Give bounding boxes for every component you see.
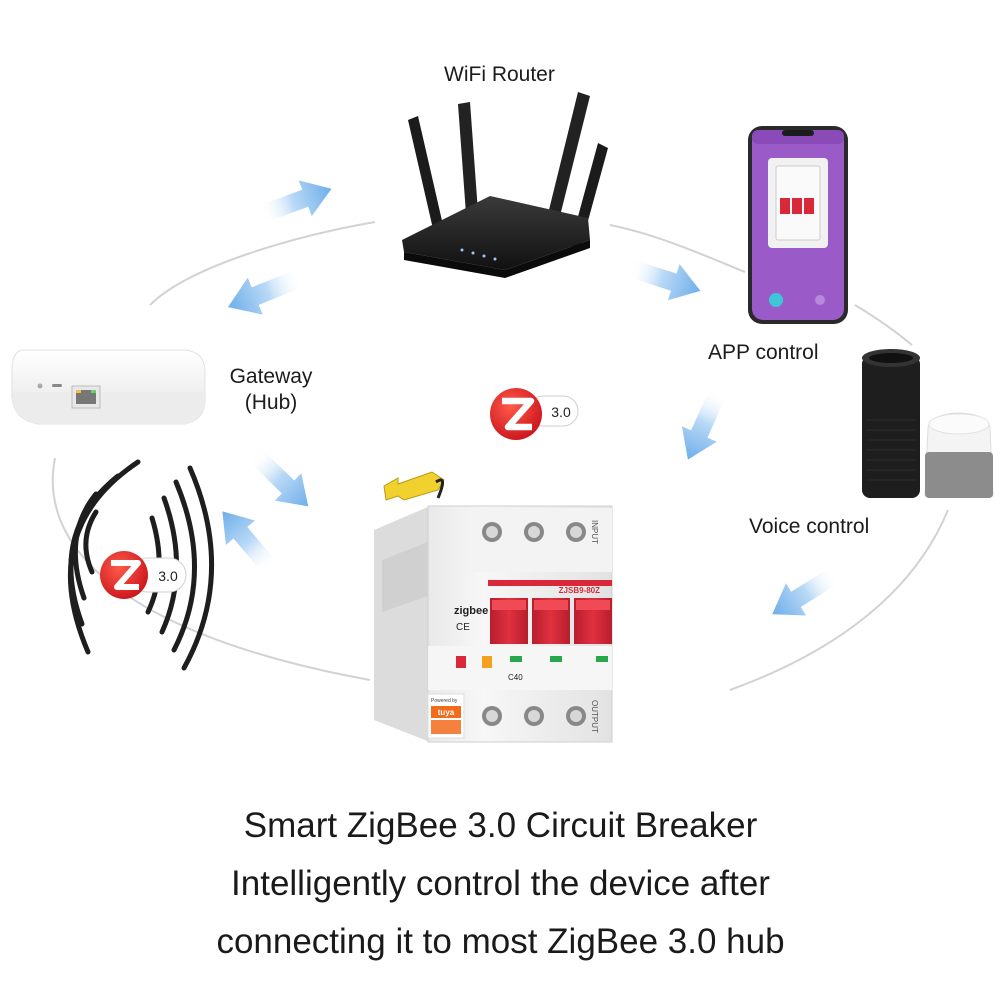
ring-arc-right-upper bbox=[854, 304, 913, 346]
gateway-image bbox=[11, 349, 206, 425]
breaker-model-label: ZJSB9-80Z bbox=[559, 586, 600, 595]
speaker-image bbox=[862, 349, 994, 498]
arrow-router-to-app bbox=[624, 249, 707, 309]
ring-arc-top-right bbox=[609, 224, 746, 273]
circuit-breaker-image: ZJSB9-80Z INPUT OUTPUT zigbee CE C40 Pow… bbox=[374, 471, 613, 743]
breaker-input-label: INPUT bbox=[590, 520, 599, 544]
router-image bbox=[402, 92, 608, 278]
arrow-gateway-to-router bbox=[255, 170, 339, 232]
arrow-router-to-gateway bbox=[220, 259, 308, 326]
arrow-gateway-to-breaker bbox=[241, 441, 322, 521]
breaker-output-label: OUTPUT bbox=[590, 700, 599, 733]
caption-line2: Intelligently control the device after bbox=[231, 864, 770, 903]
gateway-label-line2: (Hub) bbox=[244, 391, 298, 414]
zigbee-badge-left: 3.0 bbox=[100, 551, 187, 599]
breaker-brand-label: zigbee bbox=[454, 605, 488, 617]
phone-image bbox=[748, 126, 848, 324]
breaker-ce-mark: CE bbox=[456, 622, 470, 633]
voice-control-label: Voice control bbox=[749, 515, 870, 538]
app-control-label: APP control bbox=[708, 341, 819, 364]
tuya-logo-text: tuya bbox=[438, 708, 455, 717]
zigbee-signal-waves bbox=[68, 459, 215, 671]
arrow-breaker-to-gateway bbox=[207, 499, 285, 581]
zigbee-version-label-center: 3.0 bbox=[551, 404, 571, 420]
arrow-voice-to-breaker bbox=[762, 558, 846, 631]
router-label: WiFi Router bbox=[444, 63, 555, 86]
ring-arc-top-left bbox=[149, 221, 376, 306]
zigbee-badge-center: 3.0 bbox=[490, 388, 579, 440]
gateway-label: Gateway (Hub) bbox=[214, 364, 328, 416]
breaker-rating-label: C40 bbox=[508, 673, 523, 682]
zigbee-version-label-left: 3.0 bbox=[158, 568, 178, 584]
powered-by-label: Powered by bbox=[431, 698, 458, 704]
gateway-label-line1: Gateway bbox=[229, 365, 313, 388]
caption-title: Smart ZigBee 3.0 Circuit Breaker bbox=[243, 806, 758, 845]
arrow-app-to-breaker bbox=[670, 384, 736, 468]
caption-line3: connecting it to most ZigBee 3.0 hub bbox=[216, 922, 785, 961]
ring-arc-right-lower bbox=[729, 509, 949, 691]
